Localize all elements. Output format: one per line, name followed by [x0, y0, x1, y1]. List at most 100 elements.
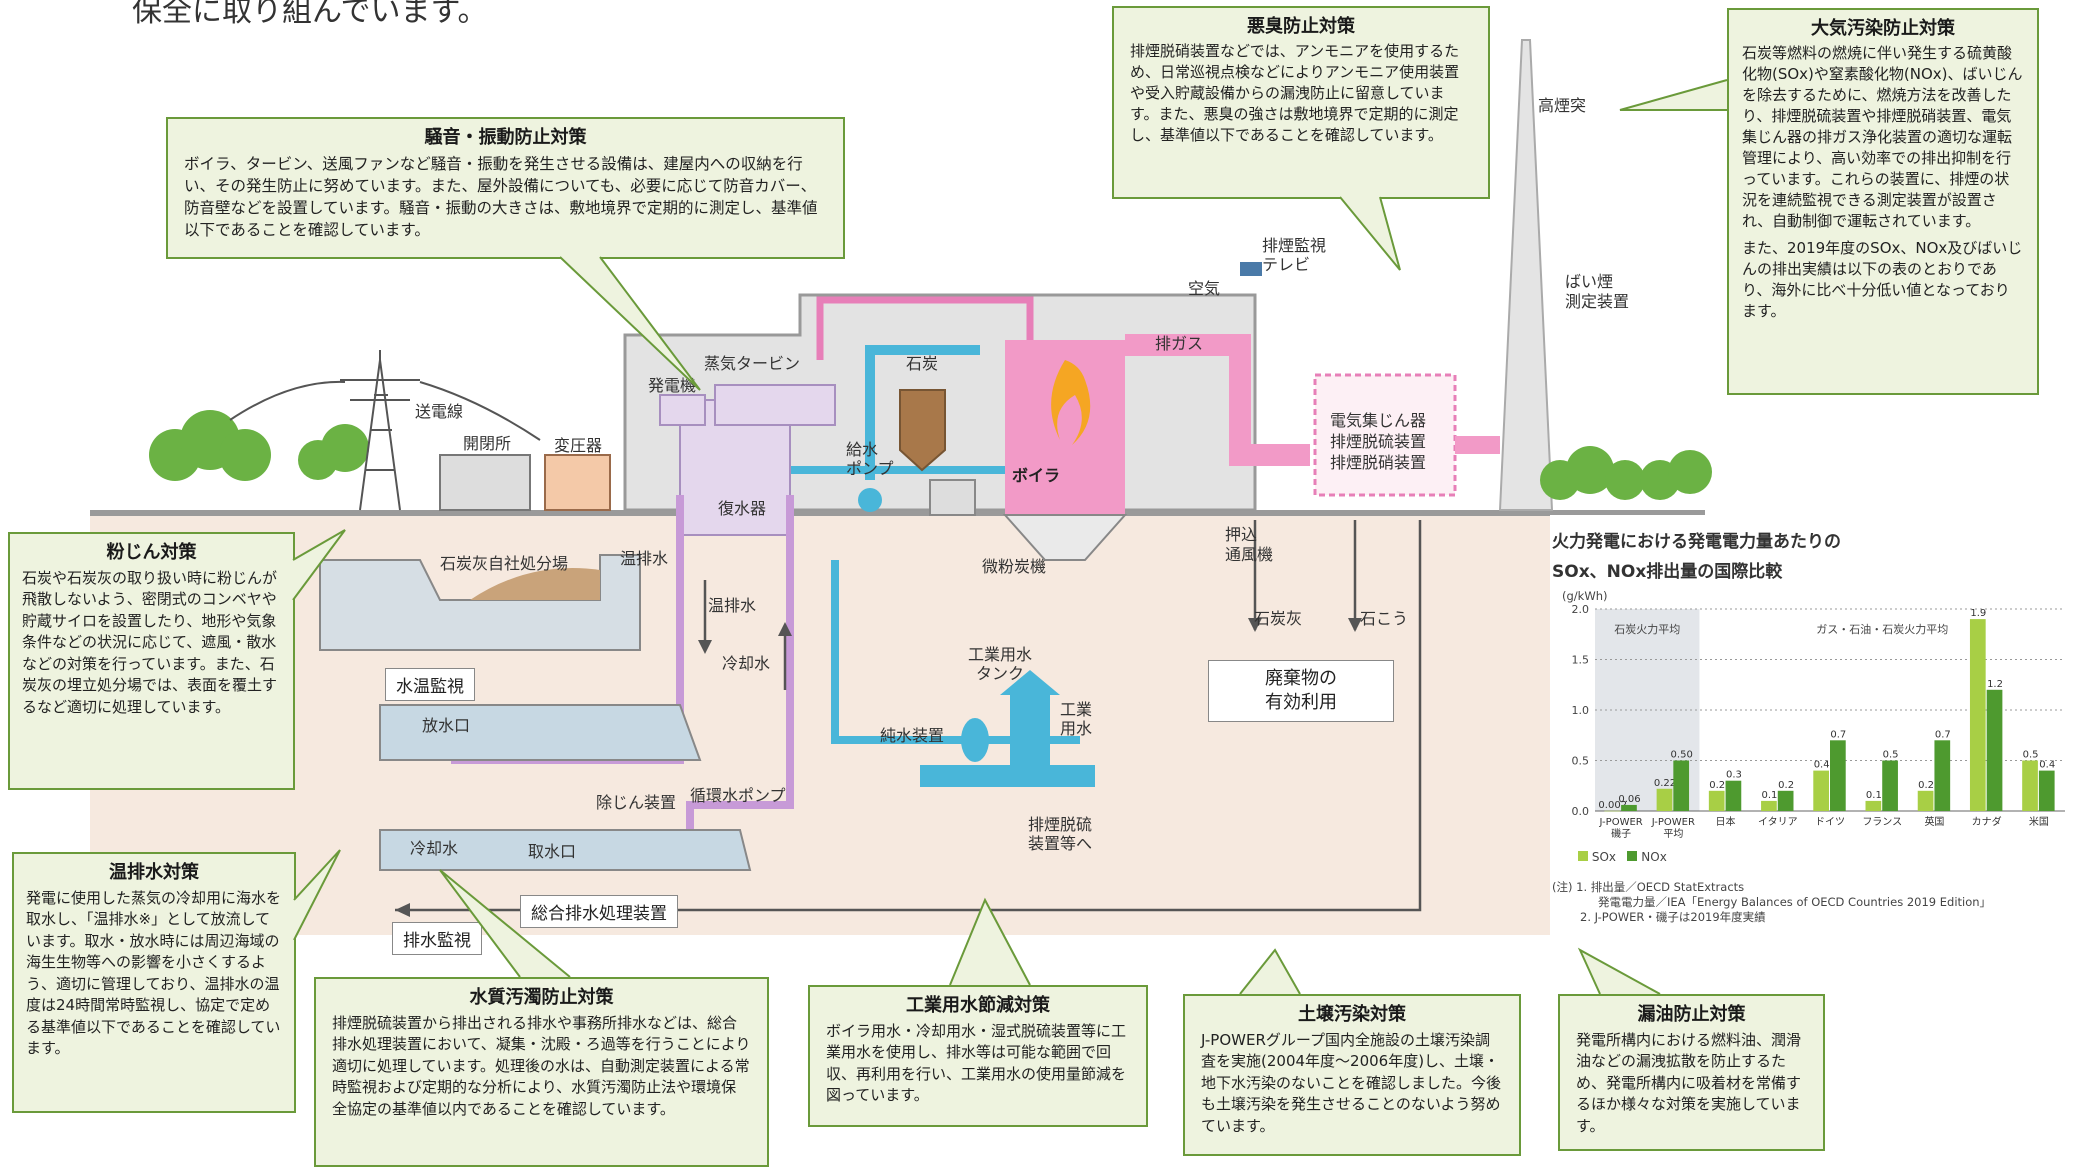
- callout-thermal: 温排水対策 発電に使用した蒸気の冷却用に海水を取水し、「温排水※」として放流して…: [12, 852, 296, 1113]
- label-pure-water: 純水装置: [880, 726, 945, 745]
- bar-value-label: 0.4: [1814, 760, 1830, 771]
- bar-value-label: 0.3: [1726, 770, 1742, 781]
- smoke-tv-camera: [1240, 262, 1262, 276]
- esp-box: [1313, 373, 1457, 497]
- label-switchyard: 開閉所: [463, 434, 512, 453]
- x-tick-label: J-POWER: [1651, 817, 1695, 828]
- bar-nox: [1725, 780, 1742, 811]
- callout-noise-body: ボイラ、タービン、送風ファンなど騒音・振動を発生させる設備は、建屋内への収納を行…: [184, 155, 818, 239]
- bar-value-label: 0.2: [1918, 780, 1934, 791]
- bar-nox: [1882, 760, 1898, 811]
- label-industrial-tank: 工業用水 タンク: [968, 645, 1033, 683]
- label-waste-use: 廃棄物の 有効利用: [1208, 660, 1394, 722]
- bar-sox: [1969, 619, 1986, 811]
- pulverizer-box: [929, 479, 976, 516]
- feed-pump-icon: [858, 488, 882, 512]
- callout-noise: 騒音・振動防止対策 ボイラ、タービン、送風ファンなど騒音・振動を発生させる設備は…: [166, 117, 845, 259]
- bar-value-label: 0.1: [1866, 790, 1882, 801]
- intake-channel: [379, 829, 752, 871]
- label-drain-monitor: 排水監視: [392, 922, 482, 955]
- label-intake-water: 冷却水: [410, 839, 459, 858]
- chart-note-3: 2. J-POWER・磯子は2019年度実績: [1580, 910, 1766, 924]
- callout-air-body2: また、2019年度のSOx、NOx及びばいじんの排出実績は以下の表のとおりであり…: [1742, 239, 2023, 320]
- callout-water: 水質汚濁防止対策 排煙脱硫装置から排出される排水や事務所排水などは、総合排水処理…: [314, 977, 769, 1167]
- bar-value-label: 0.06: [1618, 794, 1640, 805]
- bar-value-label: 0.22: [1654, 778, 1676, 789]
- bar-nox: [1621, 804, 1637, 811]
- x-tick-label: 英国: [1924, 815, 1944, 828]
- bar-sox: [1604, 810, 1621, 812]
- bar-value-label: 0.1: [1761, 790, 1777, 801]
- callout-odor: 悪臭防止対策 排煙脱硝装置などでは、アンモニアを使用するため、日常巡視点検などに…: [1112, 6, 1490, 199]
- bar-sox: [1865, 800, 1882, 811]
- bar-nox: [1673, 760, 1690, 811]
- legend-nox-label: NOx: [1641, 850, 1667, 864]
- bar-value-label: 0.002: [1598, 800, 1627, 811]
- callout-soil-title: 土壌汚染対策: [1298, 1004, 1406, 1025]
- callout-oil-title: 漏油防止対策: [1637, 1004, 1746, 1025]
- label-water-temp-monitor: 水温監視: [385, 668, 475, 701]
- legend-sox-label: SOx: [1591, 850, 1616, 864]
- callout-thermal-body: 発電に使用した蒸気の冷却用に海水を取水し、「温排水※」として放流しています。取水…: [26, 888, 282, 1058]
- bar-sox: [2022, 760, 2038, 811]
- chart-note-1: (注) 1. 排出量／OECD StatExtracts: [1552, 880, 1745, 894]
- legend-sox-swatch: [1578, 851, 1588, 861]
- feedwater-pipe: [865, 345, 980, 480]
- bar-nox: [2038, 770, 2055, 811]
- ash-disposal-site: [319, 554, 641, 651]
- bar-value-label: 0.4: [2039, 760, 2055, 771]
- chart-note-2: 発電電力量／IEA「Energy Balances of OECD Countr…: [1598, 895, 1992, 909]
- callout-odor-body: 排煙脱硝装置などでは、アンモニアを使用するため、日常巡視点検などによりアンモニア…: [1130, 42, 1460, 144]
- x-tick-label: 磯子: [1611, 827, 1631, 840]
- label-transformer: 変圧器: [554, 436, 603, 455]
- x-tick-label: J-POWER: [1598, 817, 1642, 828]
- chart-title-line1: 火力発電における発電電力量あたりの: [1552, 532, 1841, 552]
- callout-air: 大気汚染防止対策 石炭等燃料の燃焼に伴い発生する硫黄酸化物(SOx)や窒素酸化物…: [1727, 8, 2039, 395]
- label-air: 空気: [1188, 279, 1221, 298]
- bar-nox: [1986, 689, 2003, 811]
- label-smoke-tv: 排煙監視 テレビ: [1262, 236, 1327, 274]
- bar-nox: [1777, 790, 1794, 811]
- callout-odor-title: 悪臭防止対策: [1247, 16, 1355, 37]
- label-generator: 発電機: [648, 376, 697, 395]
- legend-nox-swatch: [1627, 851, 1638, 861]
- y-tick-label: 0.5: [1572, 755, 1590, 768]
- callout-dust-body: 石炭や石炭灰の取り扱い時に粉じんが飛散しないよう、密閉式のコンベヤや貯蔵サイロを…: [22, 568, 278, 716]
- switchyard-box: [439, 454, 531, 511]
- callout-noise-title: 騒音・振動防止対策: [424, 127, 587, 148]
- ground-line: [90, 510, 1705, 516]
- callout-industrial: 工業用水節減対策 ボイラ用水・冷却用水・湿式脱硫装置等に工業用水を使用し、排水等…: [808, 985, 1148, 1127]
- x-tick-label: フランス: [1862, 816, 1902, 828]
- callout-air-title: 大気汚染防止対策: [1811, 18, 1955, 39]
- callout-industrial-body: ボイラ用水・冷却用水・湿式脱硫装置等に工業用水を使用し、排水等は可能な範囲で回収…: [826, 1021, 1127, 1105]
- callout-soil-body: J-POWERグループ国内全施設の土壌汚染調査を実施(2004年度～2006年度…: [1201, 1030, 1502, 1135]
- label-exhaust-gas: 排ガス: [1155, 334, 1204, 353]
- bar-nox: [1830, 740, 1846, 811]
- bar-value-label: 0.5: [2023, 750, 2039, 761]
- y-tick-label: 1.5: [1572, 654, 1590, 667]
- label-steam-turbine: 蒸気タービン: [704, 354, 801, 373]
- label-circ-pump: 循環水ポンプ: [690, 786, 786, 805]
- industrial-tank-body: [1010, 695, 1050, 765]
- y-tick-label: 1.0: [1572, 704, 1590, 717]
- boiler-hopper: [1002, 514, 1128, 561]
- callout-air-body: 石炭等燃料の燃焼に伴い発生する硫黄酸化物(SOx)や窒素酸化物(NOx)、ばいじ…: [1742, 44, 2023, 230]
- label-to-desulf: 排煙脱硫 装置等へ: [1028, 815, 1093, 853]
- wastewater-line: [395, 520, 1422, 912]
- callout-oil-body: 発電所構内における燃料油、潤滑油などの漏洩拡散を防止するため、発電所構内に吸着材…: [1576, 1030, 1802, 1135]
- label-stack: 高煙突: [1538, 96, 1587, 115]
- label-ash-disposal: 石炭灰自社処分場: [440, 554, 569, 573]
- callout-water-title: 水質汚濁防止対策: [469, 987, 614, 1008]
- y-tick-label: 2.0: [1572, 603, 1590, 616]
- bar-value-label: 0.2: [1778, 780, 1794, 791]
- pure-water-unit: [961, 718, 989, 762]
- x-tick-label: カナダ: [1972, 815, 2002, 828]
- chart-plot: 石炭火力平均ガス・石油・石炭火力平均0.00.51.01.52.00.0020.…: [1572, 603, 2065, 840]
- x-tick-label: 日本: [1716, 815, 1736, 828]
- transformer-box: [544, 454, 611, 511]
- label-coal-ash: 石炭灰: [1254, 609, 1303, 628]
- coal-hopper: [899, 389, 946, 472]
- bar-sox: [1656, 788, 1673, 811]
- bar-value-label: 0.50: [1671, 750, 1693, 761]
